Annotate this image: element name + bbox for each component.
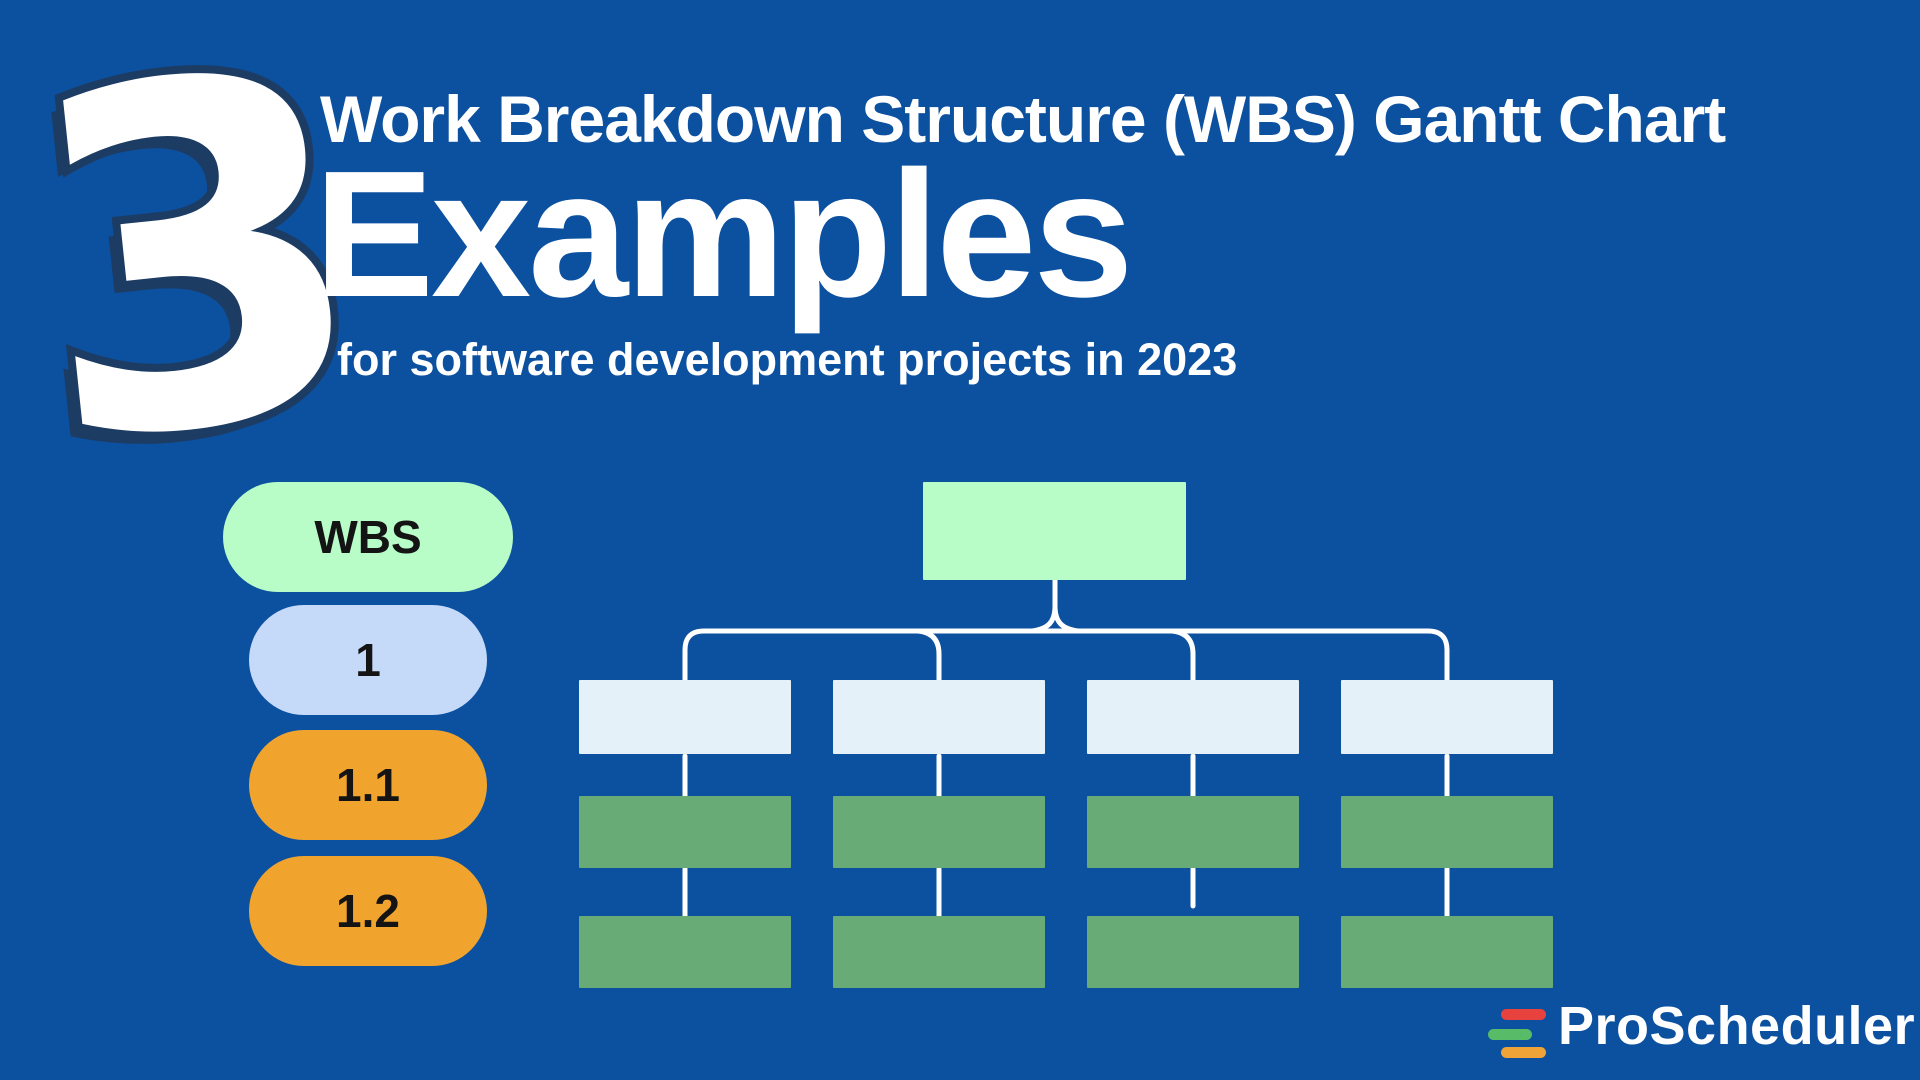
big-three-number: 3: [40, 40, 380, 480]
page-title-emphasis: Examples: [314, 134, 1133, 335]
big-three-figure: 3 3: [40, 40, 380, 480]
legend-pill-1-2-label: 1.2: [336, 885, 400, 937]
logo-gantt-bar-red-icon: [1501, 1009, 1546, 1020]
legend-pill-wbs-label: WBS: [314, 511, 422, 563]
logo-text: ProScheduler: [1558, 996, 1916, 1056]
wbs-task-node-3-2: [1087, 916, 1299, 988]
wbs-root-node: [923, 482, 1186, 580]
legend-pill-wbs: WBS: [223, 482, 513, 592]
wbs-branch-node-4: [1341, 680, 1553, 754]
wbs-task-node-2-2: [833, 916, 1045, 988]
wbs-branch-node-2: [833, 680, 1045, 754]
legend-pill-1-2: 1.2: [249, 856, 487, 966]
legend-pill-1-1-label: 1.1: [336, 759, 400, 811]
wbs-branch-node-1: [579, 680, 791, 754]
page-tagline: for software development projects in 202…: [337, 334, 1238, 385]
logo-gantt-bar-green-icon: [1488, 1029, 1532, 1040]
legend-pill-1-1: 1.1: [249, 730, 487, 840]
wbs-task-node-4-2: [1341, 916, 1553, 988]
wbs-task-node-4-1: [1341, 796, 1553, 868]
legend-pill-1: 1: [249, 605, 487, 715]
wbs-task-node-1-2: [579, 916, 791, 988]
big-three-shadow: 3: [40, 40, 377, 480]
wbs-task-node-3-1: [1087, 796, 1299, 868]
logo-gantt-bar-orange-icon: [1501, 1047, 1546, 1058]
wbs-task-node-2-1: [833, 796, 1045, 868]
wbs-task-node-1-1: [579, 796, 791, 868]
page-title: Work Breakdown Structure (WBS) Gantt Cha…: [320, 82, 1726, 156]
legend-pill-1-label: 1: [355, 634, 381, 686]
wbs-branch-node-3: [1087, 680, 1299, 754]
